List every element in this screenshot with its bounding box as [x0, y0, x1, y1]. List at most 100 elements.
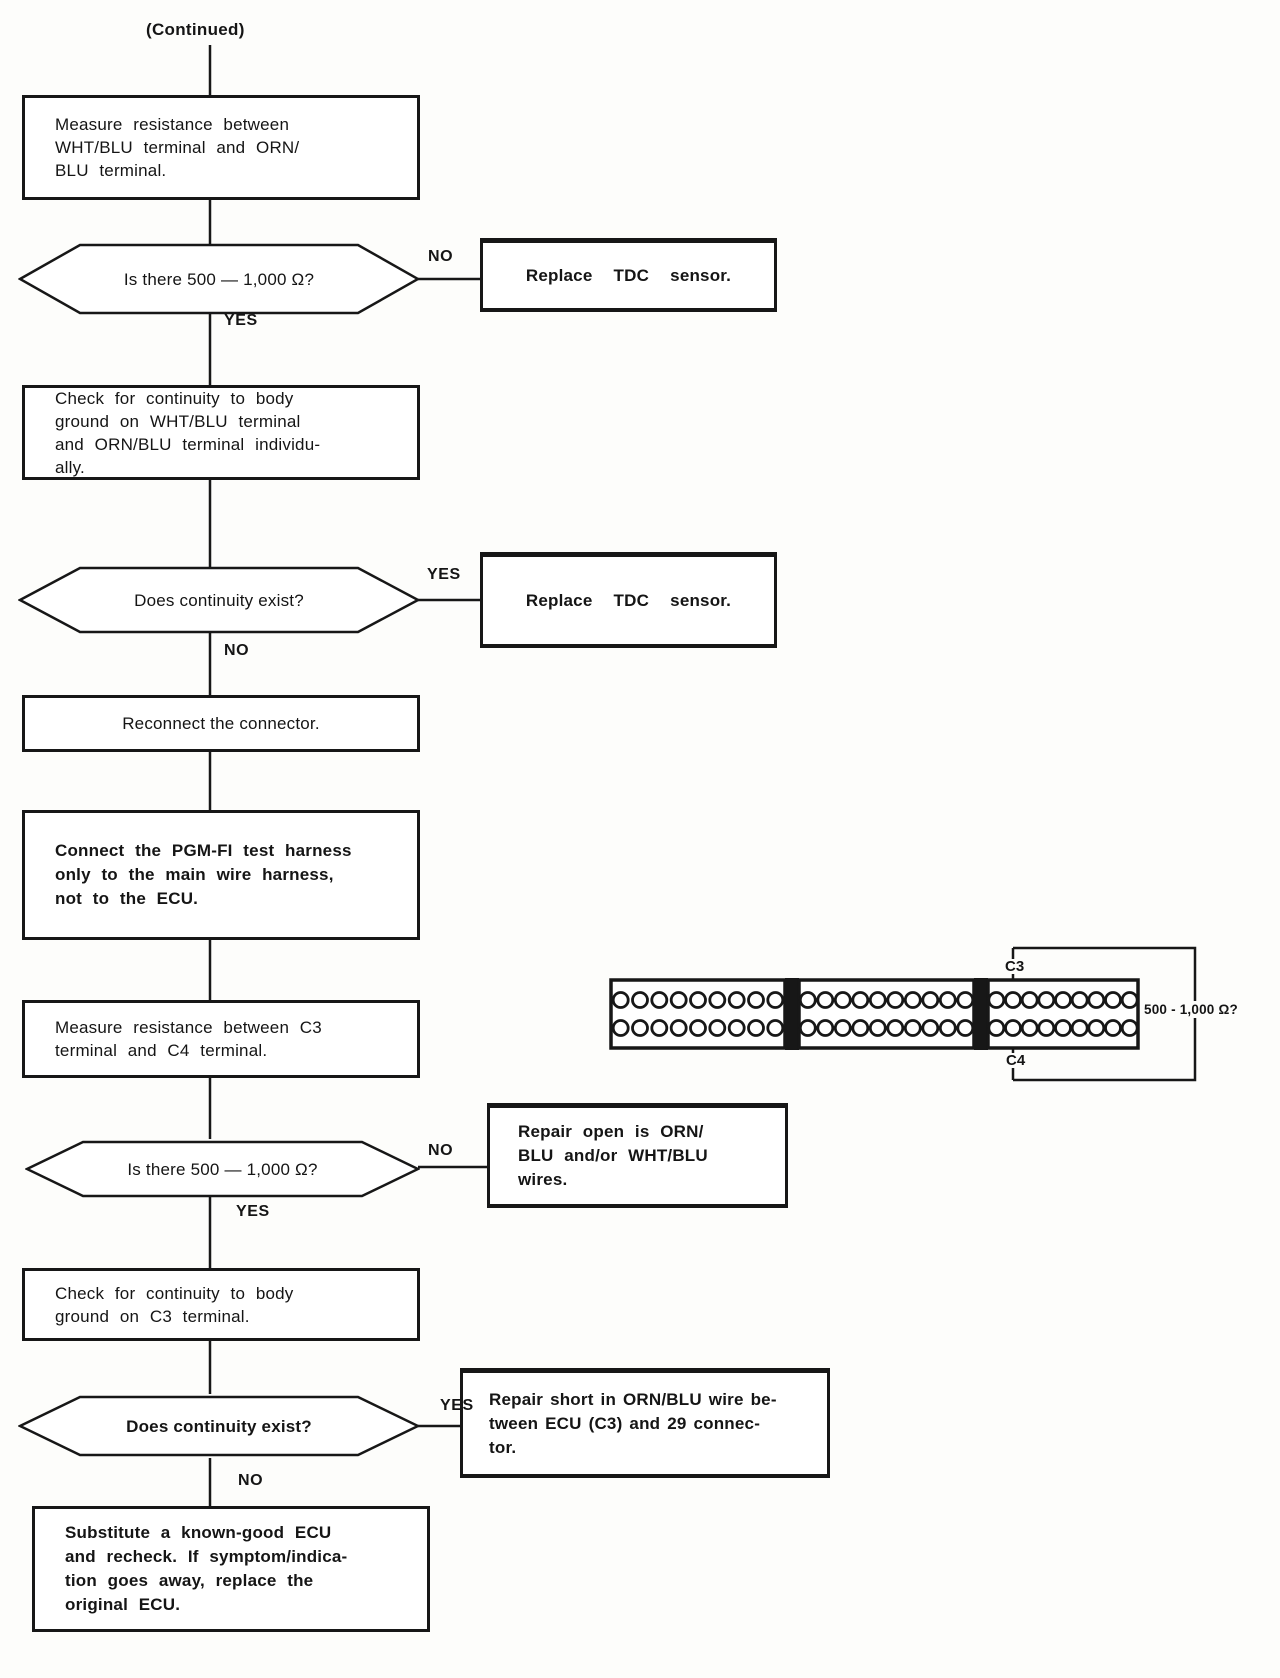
connector-pin [1104, 1019, 1122, 1037]
decision-continuity-exists-b: Does continuity exist? [18, 1394, 420, 1458]
connector-pin [1070, 1019, 1089, 1037]
step-text: Substitute a known-good ECU and recheck.… [65, 1523, 348, 1614]
connector-pin [1020, 1019, 1039, 1037]
hexagon-shape [18, 1395, 420, 1457]
step-connect-test-harness: Connect the PGM-FI test harness only to … [22, 810, 420, 940]
branch-label-no-1: NO [428, 248, 454, 265]
connector-pin [851, 991, 870, 1009]
connector-pin [1087, 991, 1106, 1009]
step-check-continuity-terminals: Check for continuity to body ground on W… [22, 385, 420, 480]
connector-pin [868, 991, 887, 1009]
connector-pin [868, 1019, 887, 1037]
ecu-connector-diagram [609, 946, 1197, 1082]
action-text: Replace TDC sensor. [525, 266, 732, 285]
connector-pin [727, 991, 746, 1009]
connector-pin [747, 1019, 765, 1037]
connector-pin [631, 991, 649, 1009]
connector-pin [798, 1019, 817, 1037]
hexagon-shape [18, 566, 420, 634]
action-text: Repair open is ORN/ BLU and/or WHT/BLU w… [518, 1122, 708, 1189]
decision-text: Is there 500 — 1,000 Ω? [123, 269, 315, 289]
branch-label-yes-2: YES [427, 566, 461, 583]
action-replace-tdc-sensor-1: Replace TDC sensor. [480, 238, 777, 312]
connector-pin [921, 991, 940, 1009]
connector-pin [689, 991, 707, 1009]
connector-separator [974, 978, 988, 1050]
connector-pin [1104, 991, 1122, 1009]
connector-pin [903, 1019, 922, 1037]
action-repair-open-wires: Repair open is ORN/ BLU and/or WHT/BLU w… [487, 1103, 788, 1208]
connector-pin [851, 1019, 870, 1037]
decision-text: Does continuity exist? [126, 1416, 312, 1436]
step-text: Check for continuity to body ground on W… [55, 388, 321, 477]
label-c4: C4 [1004, 1052, 1028, 1069]
connector-pin [766, 1019, 785, 1037]
connector-pin [1054, 991, 1072, 1009]
branch-label-yes-3: YES [236, 1203, 270, 1220]
decision-continuity-exists-a: Does continuity exist? [18, 565, 420, 635]
action-repair-short-wire: Repair short in ORN/BLU wire be- tween E… [460, 1368, 830, 1478]
connector-pin [987, 991, 1006, 1009]
connector-pin [766, 991, 785, 1009]
connector-pin [938, 1019, 957, 1037]
step-text: Measure resistance between C3 terminal a… [55, 1018, 322, 1060]
step-text: Measure resistance between WHT/BLU termi… [55, 115, 300, 180]
connector-pin [833, 1019, 852, 1037]
resistance-range-label: 500 - 1,000 Ω? [1141, 1001, 1241, 1018]
connector-pin [1004, 1019, 1022, 1037]
connector-pin [956, 1019, 975, 1037]
connector-separator [785, 978, 799, 1050]
connector-pin [833, 991, 852, 1009]
branch-label-yes-1: YES [224, 312, 258, 329]
connector-pin [938, 991, 957, 1009]
step-reconnect-connector: Reconnect the connector. [22, 695, 420, 752]
step-measure-resistance-c3-c4: Measure resistance between C3 terminal a… [22, 1000, 420, 1078]
connector-pin [886, 991, 905, 1009]
connector-pin [1037, 1019, 1056, 1037]
decision-resistance-500-1000-b: Is there 500 — 1,000 Ω? [25, 1139, 420, 1199]
connector-pin [1070, 991, 1089, 1009]
connector-pin [1120, 991, 1139, 1009]
branch-label-no-3: NO [428, 1142, 454, 1159]
connector-pin [727, 1019, 746, 1037]
connector-pin [956, 991, 975, 1009]
hexagon-shape [25, 1140, 420, 1198]
connector-pin [650, 1019, 669, 1037]
connector-pin [1087, 1019, 1106, 1037]
action-replace-tdc-sensor-2: Replace TDC sensor. [480, 552, 777, 648]
label-c3: C3 [1003, 958, 1027, 975]
connector-pin [708, 991, 727, 1009]
decision-text: Does continuity exist? [134, 590, 304, 610]
connector-pin [1054, 1019, 1072, 1037]
branch-label-no-4: NO [238, 1472, 264, 1489]
connector-pin [650, 991, 669, 1009]
connector-pin [1004, 991, 1022, 1009]
step-check-continuity-c3: Check for continuity to body ground on C… [22, 1268, 420, 1341]
connector-blocks [609, 978, 1140, 1050]
connector-pin [611, 1019, 630, 1037]
step-text: Check for continuity to body ground on C… [55, 1283, 294, 1326]
decision-resistance-500-1000-a: Is there 500 — 1,000 Ω? [18, 242, 420, 316]
action-text: Repair short in ORN/BLU wire be- tween E… [489, 1389, 777, 1457]
connector-pin [708, 1019, 727, 1037]
step-measure-resistance-terminals: Measure resistance between WHT/BLU termi… [22, 95, 420, 200]
step-substitute-ecu: Substitute a known-good ECU and recheck.… [32, 1506, 430, 1632]
connector-pin [631, 1019, 649, 1037]
connector-pin [816, 1019, 835, 1037]
hexagon-shape [18, 243, 420, 315]
decision-text: Is there 500 — 1,000 Ω? [127, 1159, 318, 1179]
branch-label-no-2: NO [224, 642, 250, 659]
step-text: Reconnect the connector. [122, 714, 320, 733]
connector-pin [798, 991, 817, 1009]
branch-label-yes-4: YES [440, 1397, 474, 1414]
connector-pin [669, 1019, 688, 1037]
connector-pin [903, 991, 922, 1009]
connector-pin [816, 991, 835, 1009]
connector-pin [689, 1019, 707, 1037]
connector-pin [1037, 991, 1056, 1009]
connector-pin [987, 1019, 1006, 1037]
connector-pin [1120, 1019, 1139, 1037]
connector-pin [611, 991, 630, 1009]
